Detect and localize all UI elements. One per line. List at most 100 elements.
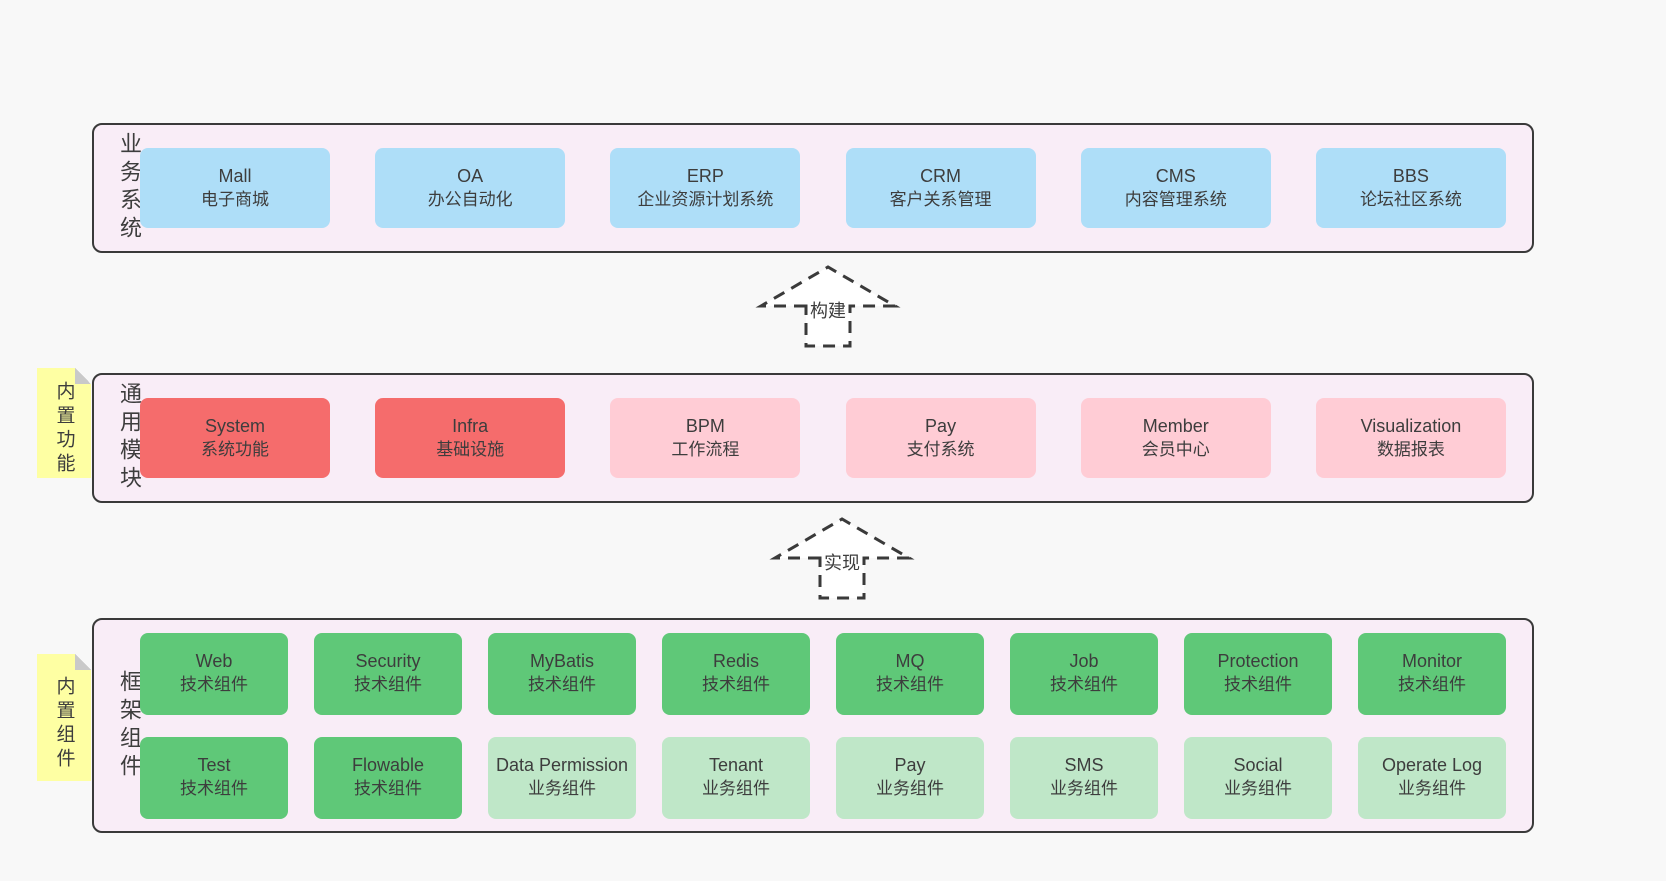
component-desc: 技术组件 (1050, 675, 1118, 695)
component-desc: 业务组件 (1224, 779, 1292, 799)
component-name: Visualization (1360, 415, 1462, 436)
component-box-bbs: BBS 论坛社区系统 (1315, 148, 1506, 228)
arrow-implement: 实现 (767, 512, 917, 602)
component-name: ERP (686, 165, 724, 186)
component-desc: 技术组件 (528, 675, 596, 695)
sticky-note-built-in-features: 内置功能 (37, 368, 91, 478)
component-box-job: Job 技术组件 (1010, 632, 1158, 715)
component-name: BPM (685, 415, 725, 436)
component-desc: 工作流程 (671, 439, 740, 459)
component-name: Protection (1217, 651, 1299, 672)
sticky-note-label: 内置功能 (53, 381, 75, 477)
component-desc: 客户关系管理 (889, 189, 992, 209)
component-box-data-permission: Data Permission 业务组件 (488, 736, 636, 819)
component-desc: 技术组件 (180, 779, 248, 799)
component-name: SMS (1064, 755, 1104, 776)
component-desc: 企业资源计划系统 (637, 189, 774, 209)
component-box-cms: CMS 内容管理系统 (1080, 148, 1271, 228)
component-name: BBS (1392, 165, 1429, 186)
component-name: Infra (452, 415, 489, 436)
component-box-flowable: Flowable 技术组件 (314, 736, 462, 819)
component-box-redis: Redis 技术组件 (662, 632, 810, 715)
component-name: Redis (712, 651, 760, 672)
component-desc: 技术组件 (876, 675, 944, 695)
component-name: Test (197, 755, 231, 776)
component-desc: 系统功能 (201, 439, 269, 459)
component-row: Mall 电子商城 OA 办公自动化 ERP 企业资源计划系统 CRM 客户关系管理 CMS 内容… (140, 148, 1506, 228)
component-desc: 技术组件 (180, 675, 248, 695)
component-name: Pay (894, 755, 926, 776)
component-desc: 业务组件 (702, 779, 770, 799)
component-name: Web (195, 651, 233, 672)
component-desc: 业务组件 (1050, 779, 1118, 799)
component-desc: 论坛社区系统 (1359, 189, 1462, 209)
component-row: System 系统功能 Infra 基础设施 BPM 工作流程 Pay 支付系统 Member 会… (140, 398, 1506, 478)
component-name: Monitor (1401, 651, 1463, 672)
component-box-mall: Mall 电子商城 (140, 148, 330, 228)
component-name: Job (1069, 651, 1099, 672)
component-desc: 支付系统 (906, 439, 975, 459)
component-box-sms: SMS 业务组件 (1010, 736, 1158, 819)
component-name: MQ (895, 651, 925, 672)
component-box-pay: Pay 支付系统 (845, 398, 1036, 478)
component-name: Operate Log (1381, 755, 1483, 776)
component-box-crm: CRM 客户关系管理 (845, 148, 1036, 228)
component-name: CMS (1155, 165, 1196, 186)
component-name: CRM (920, 165, 962, 186)
component-box-operate-log: Operate Log 业务组件 (1358, 736, 1506, 819)
component-box-protection: Protection 技术组件 (1184, 632, 1332, 715)
component-name: Pay (925, 415, 957, 436)
component-box-infra: Infra 基础设施 (375, 398, 566, 478)
component-desc: 会员中心 (1141, 439, 1210, 459)
component-desc: 办公自动化 (427, 189, 513, 209)
sticky-note-label: 内置组件 (53, 675, 75, 772)
component-desc: 业务组件 (1398, 779, 1466, 799)
layer-boxes-common-modules: System 系统功能 Infra 基础设施 BPM 工作流程 Pay 支付系统 Member 会… (140, 398, 1506, 478)
component-desc: 业务组件 (876, 779, 944, 799)
arrow-implement-label: 实现 (822, 549, 862, 575)
component-desc: 数据报表 (1376, 439, 1445, 459)
component-box-tenant: Tenant 业务组件 (662, 736, 810, 819)
component-box-test: Test 技术组件 (140, 736, 288, 819)
component-desc: 技术组件 (354, 779, 422, 799)
component-name: Tenant (708, 755, 764, 776)
layer-title-business-systems: 业务系统 (117, 132, 142, 244)
component-desc: 业务组件 (528, 779, 596, 799)
component-box-pay: Pay 业务组件 (836, 736, 984, 819)
component-box-system: System 系统功能 (140, 398, 330, 478)
component-box-mybatis: MyBatis 技术组件 (488, 632, 636, 715)
layer-business-systems: 业务系统 Mall 电子商城 OA 办公自动化 ERP 企业资源计划系统 CRM 客户关系管理… (92, 123, 1534, 253)
component-name: MyBatis (529, 651, 594, 672)
component-desc: 技术组件 (354, 675, 422, 695)
component-name: Flowable (351, 755, 425, 776)
component-box-mq: MQ 技术组件 (836, 632, 984, 715)
component-box-oa: OA 办公自动化 (375, 148, 566, 228)
component-desc: 内容管理系统 (1124, 189, 1227, 209)
component-box-web: Web 技术组件 (140, 632, 288, 715)
layer-boxes-business-systems: Mall 电子商城 OA 办公自动化 ERP 企业资源计划系统 CRM 客户关系管理 CMS 内容… (140, 148, 1506, 228)
component-box-bpm: BPM 工作流程 (610, 398, 801, 478)
component-name: Data Permission (495, 755, 629, 776)
component-name: Mall (218, 165, 252, 186)
component-desc: 技术组件 (702, 675, 770, 695)
component-desc: 技术组件 (1224, 675, 1292, 695)
component-box-member: Member 会员中心 (1080, 398, 1271, 478)
component-box-visualization: Visualization 数据报表 (1315, 398, 1506, 478)
arrow-build: 构建 (753, 260, 903, 350)
component-name: System (204, 415, 265, 436)
component-desc: 基础设施 (436, 439, 505, 459)
component-desc: 电子商城 (201, 189, 269, 209)
component-box-erp: ERP 企业资源计划系统 (610, 148, 801, 228)
component-name: Member (1142, 415, 1209, 436)
component-name: OA (457, 165, 484, 186)
layer-title-framework-components: 框架组件 (117, 669, 142, 782)
arrow-build-label: 构建 (808, 297, 848, 323)
